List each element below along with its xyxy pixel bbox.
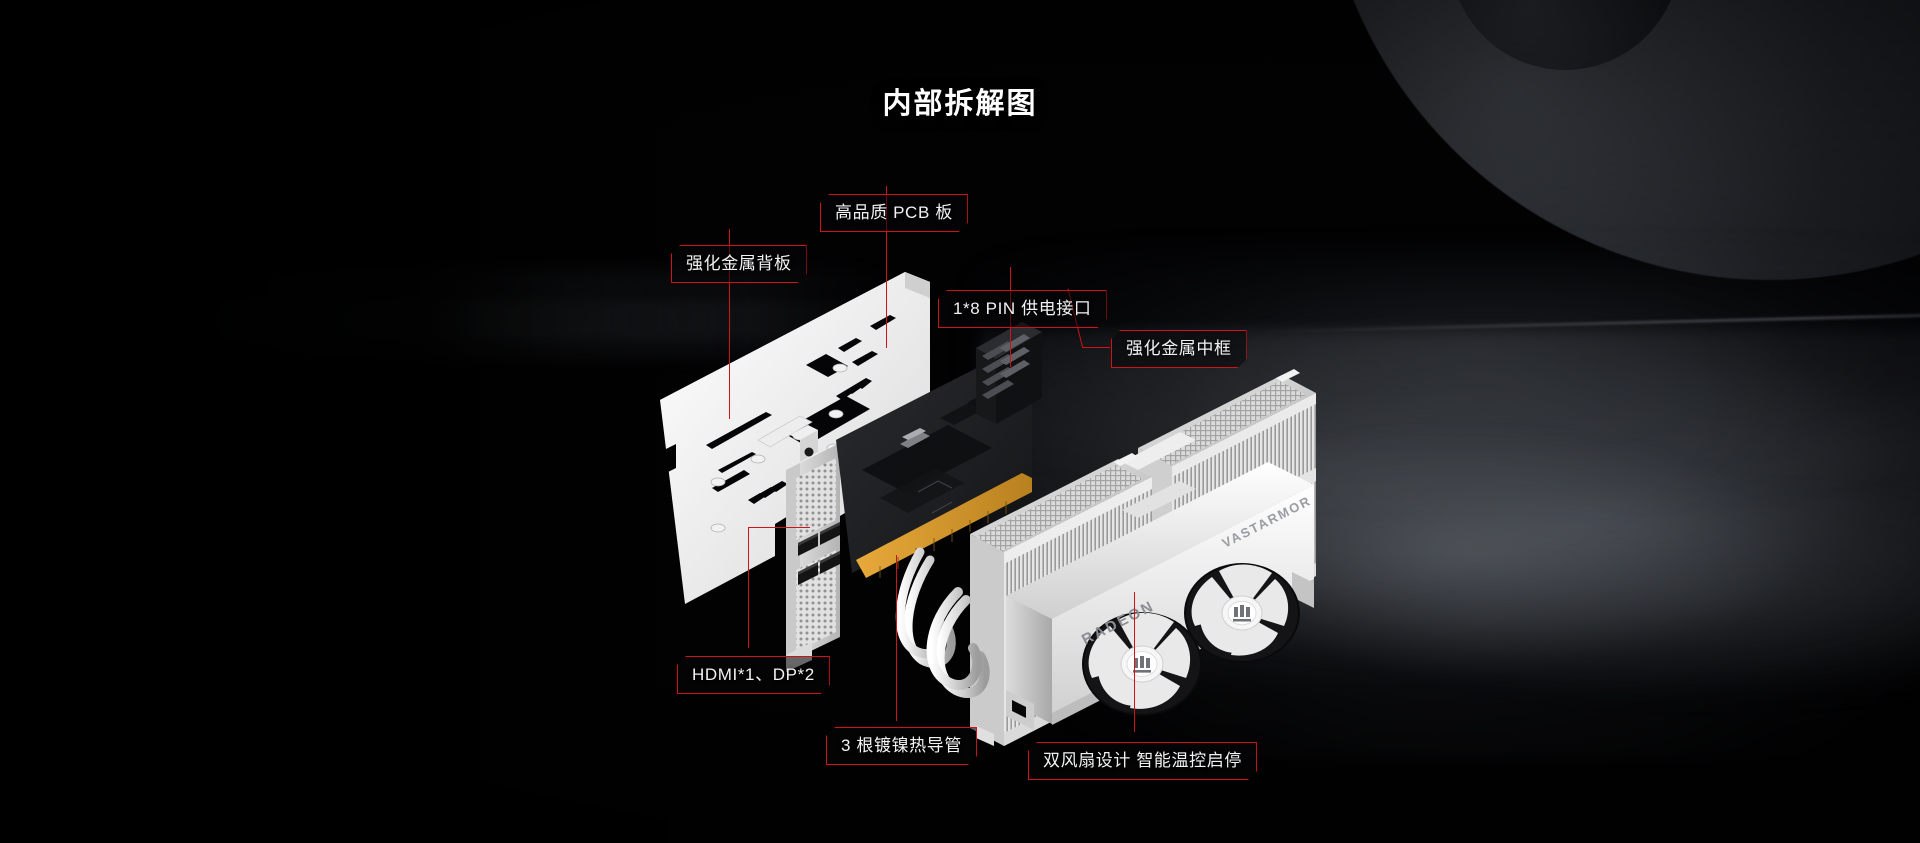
callout-io-ports[interactable]: HDMI*1、DP*2: [677, 656, 830, 694]
fan-shroud: RADEON VASTARMOR: [1006, 462, 1314, 730]
leader-pcb: [886, 186, 887, 348]
leader-io-h: [748, 527, 810, 528]
callout-power-connector[interactable]: 1*8 PIN 供电接口: [938, 290, 1107, 328]
leader-midframe-h: [1082, 347, 1110, 348]
callout-midframe[interactable]: 强化金属中框: [1111, 330, 1247, 368]
page-title: 内部拆解图: [882, 88, 1038, 120]
leader-fans: [1134, 592, 1135, 732]
vastarmor-logo-mark: [1133, 656, 1151, 673]
callout-dual-fans[interactable]: 双风扇设计 智能温控启停: [1028, 742, 1257, 780]
callout-pcb[interactable]: 高品质 PCB 板: [820, 194, 968, 232]
leader-io-v: [748, 527, 749, 648]
leader-backplate: [729, 229, 730, 419]
fan-left: [1082, 612, 1202, 716]
power-connector-8pin: [976, 322, 1042, 424]
heatpipe-loops-front: [926, 587, 990, 698]
fan-right: [1184, 563, 1300, 663]
callout-backplate[interactable]: 强化金属背板: [671, 245, 807, 283]
leader-heatpipe: [896, 555, 897, 721]
callout-heatpipes[interactable]: 3 根镀镍热导管: [826, 727, 977, 765]
